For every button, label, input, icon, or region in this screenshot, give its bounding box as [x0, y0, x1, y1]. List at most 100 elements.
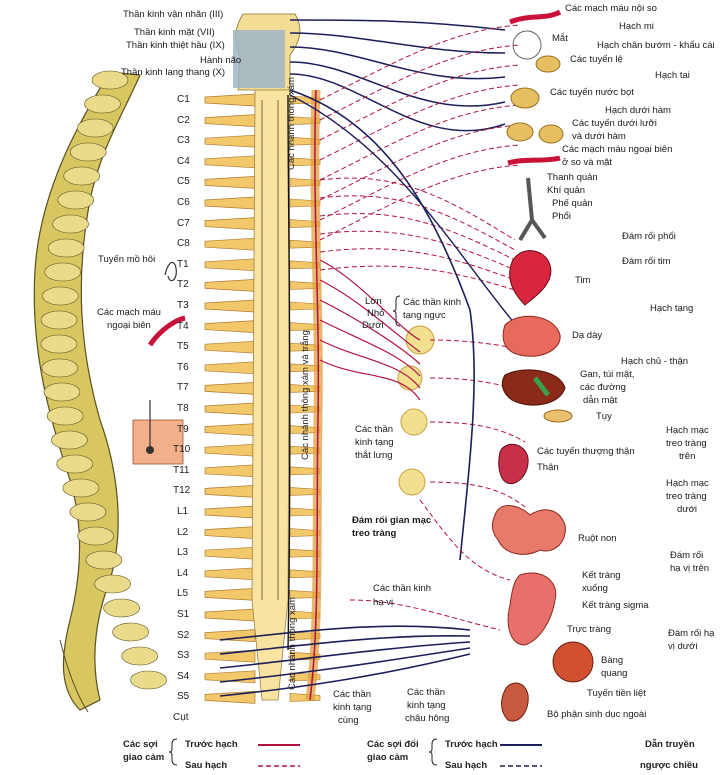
segment-label-c5: C5 [177, 176, 190, 187]
segment-label-l4: L4 [177, 568, 188, 579]
label-pulmonary-plexus: Đám rối phổi [622, 231, 676, 242]
label-heart: Tim [575, 275, 590, 286]
vertebra [70, 503, 106, 521]
vertebral-process [205, 403, 255, 415]
segment-label-t6: T6 [177, 362, 189, 373]
label-cardiac-plexus: Đám rối tim [622, 256, 671, 267]
vertebra [95, 575, 131, 593]
vertebra [85, 95, 121, 113]
legend-afferent-1: Dẫn truyền [645, 739, 695, 750]
vertebral-process [205, 547, 255, 559]
vertebral-process [205, 94, 255, 106]
label-larynx: Thanh quản [547, 172, 598, 183]
label-glossopharyngeal: Thần kinh thiệt hầu (IX) [126, 40, 225, 51]
vertebra [77, 119, 113, 137]
nerve-fiber [290, 74, 505, 131]
label-prostate: Tuyến tiền liệt [587, 688, 646, 699]
label-salivary: Các tuyến nước bọt [550, 87, 634, 98]
nerve-fiber [290, 20, 505, 30]
legend-sym-2: giao cảm [123, 752, 164, 763]
vertebra [64, 167, 100, 185]
bladder [553, 642, 593, 682]
label-hypogastric-2: hạ vị [373, 597, 393, 608]
nerve-fiber [320, 231, 515, 270]
heart [510, 251, 551, 305]
legend-sym-post: Sau hạch [185, 760, 227, 771]
spinal-cord [252, 90, 290, 700]
label-thoracic-splanchnic-2: tạng ngực [403, 310, 446, 321]
legend-para-post: Sau hạch [445, 760, 487, 771]
segment-label-t2: T2 [177, 279, 189, 290]
label-sup-hypogastric-2: hạ vị trên [670, 563, 709, 574]
vertebra [47, 407, 83, 425]
nerve-fiber [320, 196, 515, 250]
nerve-fiber [320, 178, 515, 240]
vertebra [122, 647, 158, 665]
label-bladder-2: quang [601, 668, 627, 679]
legend-para-1: Các sợi đối [367, 739, 419, 750]
vertebra [58, 191, 94, 209]
legend-para-pre: Trước hạch [445, 739, 498, 750]
label-gray-rami-top: Các nhánh thông xám [286, 77, 297, 170]
segment-label-c4: C4 [177, 156, 190, 167]
label-stomach: Dạ dày [572, 330, 602, 341]
segment-label-s4: S4 [177, 671, 189, 682]
segment-label-c6: C6 [177, 197, 190, 208]
segment-label-c7: C7 [177, 218, 190, 229]
vertebra [44, 383, 80, 401]
vertebral-process [205, 465, 255, 477]
label-eye: Mắt [552, 33, 568, 44]
vertebra [104, 599, 140, 617]
segment-label-c3: C3 [177, 135, 190, 146]
label-trachea: Khí quản [547, 185, 585, 196]
kidney [499, 444, 528, 483]
label-peripheral-vessels-2: ngoại biên [107, 320, 151, 331]
segment-label-s5: S5 [177, 691, 189, 702]
vertebral-process [205, 341, 255, 353]
vertebral-process [205, 197, 255, 209]
ramus [290, 693, 320, 701]
vertebra [63, 479, 99, 497]
vertebral-process [205, 424, 255, 436]
segment-label-t11: T11 [173, 465, 190, 476]
label-sup-mes-2: treo tràng [666, 438, 707, 449]
label-inf-hypogastric-2: vị dưới [668, 641, 697, 652]
vertebral-process [205, 650, 255, 662]
label-pancreas: Tụy [596, 411, 612, 422]
label-intracranial-vessels: Các mạch máu nội so [565, 3, 657, 14]
segment-label-t10: T10 [173, 444, 190, 455]
label-sup-hypogastric-1: Đám rối [670, 550, 703, 561]
label-inf-mes-3: dưới [677, 504, 697, 515]
vertebra [78, 527, 114, 545]
label-gray-rami-bottom: Các nhánh thông xám [287, 597, 298, 690]
label-liver-1: Gan, túi mật, [580, 369, 634, 380]
label-intermesenteric-1: Đám rối gian mạc [352, 515, 431, 526]
segment-label-c8: C8 [177, 238, 190, 249]
legend-sym-pre: Trước hạch [185, 739, 238, 750]
segment-label-t12: T12 [173, 485, 190, 496]
label-sacral-splanchnic-2: kinh tạng [333, 702, 372, 713]
vertebra [86, 551, 122, 569]
vertebral-process [205, 527, 255, 539]
nerve-fiber [430, 482, 525, 507]
segment-label-s3: S3 [177, 650, 189, 661]
label-lesser: Nhỏ [367, 308, 384, 319]
vertebra [53, 215, 89, 233]
descending-colon [508, 573, 556, 645]
label-peripheral-vessels-1: Các mạch máu [97, 307, 161, 318]
segment-label-c1: C1 [177, 94, 190, 105]
label-liver-3: dẫn mật [583, 395, 617, 406]
label-celiac-ganglion: Hạch tạng [650, 303, 693, 314]
label-peripheral-head-1: Các mạch máu ngoại biên [562, 144, 672, 155]
label-peripheral-head-2: ở so và mặt [562, 157, 612, 168]
label-sublingual-1: Các tuyến dưới lưỡi [572, 118, 657, 129]
vertebra [41, 335, 77, 353]
label-inf-hypogastric-1: Đám rối hạ [668, 628, 714, 639]
segment-label-s1: S1 [177, 609, 189, 620]
label-ciliary-ganglion: Hạch mi [619, 21, 654, 32]
label-desc-colon-1: Kết tràng [582, 570, 621, 581]
label-pelvic-splanchnic-2: kinh tạng [407, 700, 446, 711]
label-kidney: Thận [537, 462, 559, 473]
label-thoracic-splanchnic-1: Các thần kinh [403, 297, 461, 308]
